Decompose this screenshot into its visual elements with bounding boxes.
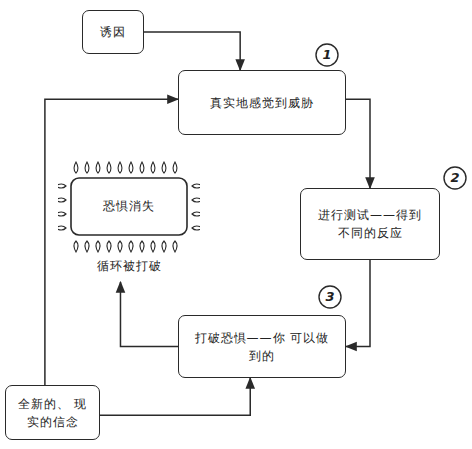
burst-drop [58, 212, 66, 216]
callout-circle [319, 286, 341, 308]
burst-drop [107, 162, 111, 173]
burst-drop [107, 241, 111, 252]
burst-drop [162, 162, 166, 173]
burst-drop [162, 241, 166, 252]
burst-drop [118, 241, 122, 252]
callout-number: 3 [319, 286, 341, 308]
burst-drop [74, 241, 78, 252]
burst-drop [192, 184, 200, 188]
callout-number: 1 [316, 44, 338, 66]
burst-drop [151, 162, 155, 173]
box-text: 诱因 [100, 23, 126, 41]
flow-arrow [144, 32, 240, 70]
burst-drop [96, 162, 100, 173]
burst-drop [96, 241, 100, 252]
burst-drop [129, 162, 133, 173]
callout-circle [444, 167, 466, 189]
process-box: 进行测试——得到 不同的反应 [300, 188, 440, 260]
box-text: 进行测试——得到 不同的反应 [311, 206, 429, 242]
flow-arrow [346, 260, 370, 347]
burst-drop [85, 241, 89, 252]
burst-drop [140, 162, 144, 173]
burst-drop [118, 162, 122, 173]
burst-drop [58, 226, 66, 230]
burst-drop [140, 241, 144, 252]
burst-drop [129, 241, 133, 252]
burst-drop [173, 241, 177, 252]
box-text: 真实地感觉到威胁 [210, 94, 314, 112]
flow-arrow [346, 99, 370, 188]
flow-arrow [45, 99, 178, 385]
burst-drop [151, 241, 155, 252]
burst-drop [192, 198, 200, 202]
burst-drop [58, 198, 66, 202]
box-text: 全新的、 现实的信念 [16, 395, 89, 431]
flow-arrow [100, 378, 250, 415]
burst-drop [173, 162, 177, 173]
burst-drop [74, 162, 78, 173]
burst-drop [192, 212, 200, 216]
flow-arrow [120, 282, 178, 347]
burst-caption: 循环被打破 [58, 257, 200, 275]
process-box: 真实地感觉到威胁 [178, 70, 346, 135]
burst-shape: 恐惧消失循环被打破 [58, 160, 200, 282]
process-box: 打破恐惧——你 可以做到的 [178, 315, 346, 378]
callout-circle [316, 44, 338, 66]
burst-drop [85, 162, 89, 173]
burst-drop [192, 226, 200, 230]
burst-drop [58, 184, 66, 188]
burst-text: 恐惧消失 [58, 197, 200, 215]
box-text: 打破恐惧——你 可以做到的 [189, 329, 335, 365]
trigger-box: 诱因 [82, 10, 144, 54]
callout-number: 2 [444, 167, 466, 189]
belief-box: 全新的、 现实的信念 [5, 385, 100, 440]
